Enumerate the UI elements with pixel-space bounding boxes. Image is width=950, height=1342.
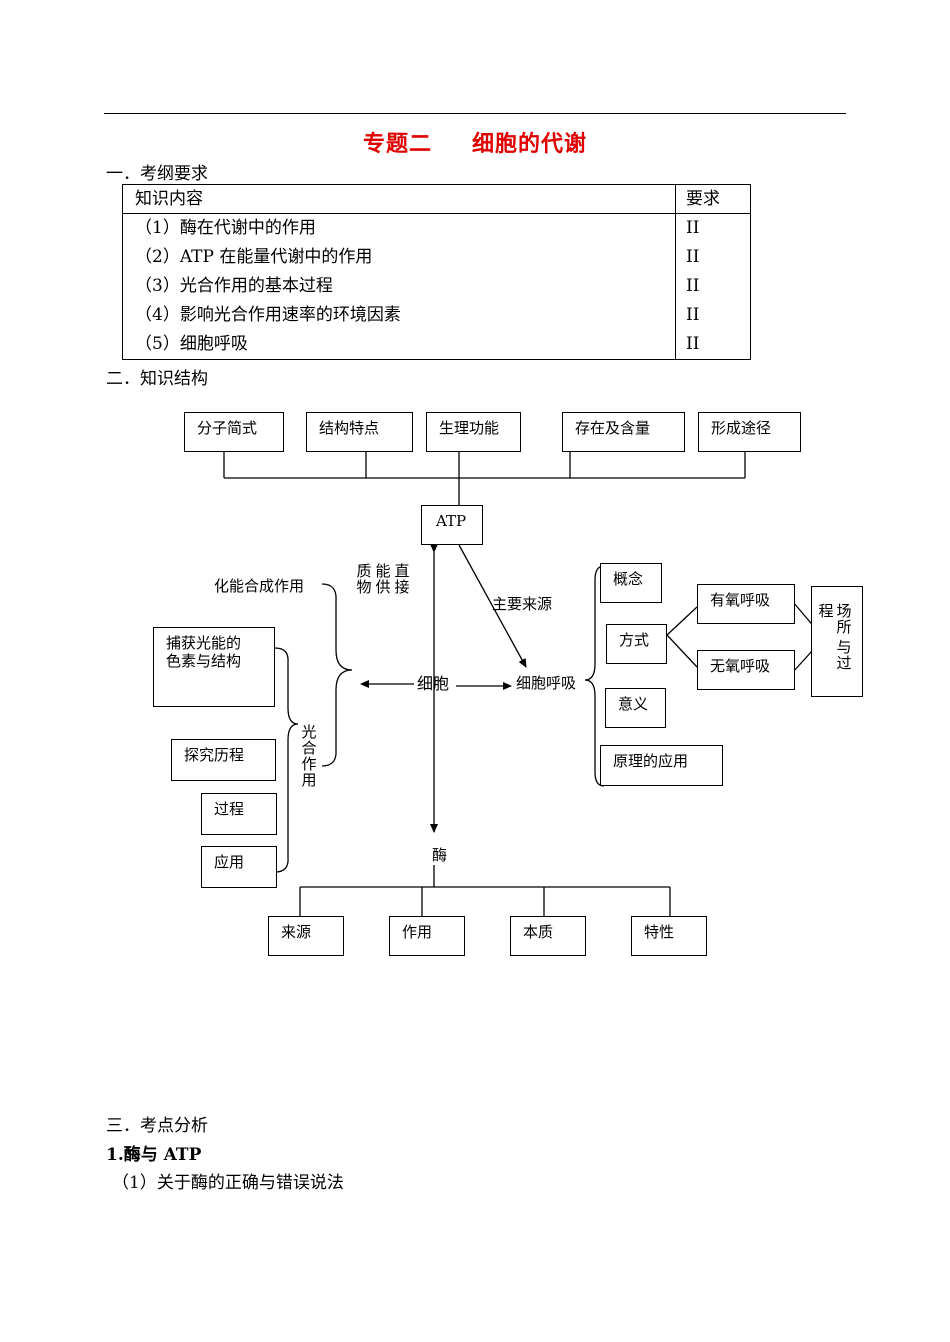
box-molecular-formula: 分子简式 — [184, 412, 284, 452]
box-resp-mode: 方式 — [606, 624, 667, 664]
box-structure-features: 结构特点 — [306, 412, 413, 452]
box-exploration-history: 探究历程 — [171, 739, 276, 781]
row-content: （1）酶在代谢中的作用 — [122, 213, 676, 243]
box-pigments-line2: 色素与结构 — [166, 652, 242, 670]
site-process-col3: 程 — [818, 602, 834, 620]
box-enzyme-nature: 本质 — [510, 916, 586, 956]
site-process-col1: 场所 — [836, 602, 852, 636]
section3-heading: 三．考点分析 — [106, 1116, 208, 1136]
row-level: II — [675, 330, 751, 360]
box-existence-content: 存在及含量 — [562, 412, 685, 452]
title-part1: 专题二 — [362, 132, 432, 157]
box-pigments-line1: 捕获光能的 — [166, 634, 242, 652]
table-row: （1）酶在代谢中的作用 II — [122, 213, 751, 243]
table-row: （3）光合作用的基本过程 II — [122, 272, 751, 301]
row-level: II — [675, 272, 751, 301]
box-enzyme-properties: 特性 — [631, 916, 707, 956]
header-level: 要求 — [675, 184, 751, 214]
header-content: 知识内容 — [122, 184, 676, 214]
topic1-heading: 1.酶与 ATP — [106, 1145, 202, 1165]
box-atp: ATP — [421, 505, 483, 545]
row-content: （4）影响光合作用速率的环境因素 — [122, 301, 676, 330]
table-row: （2）ATP 在能量代谢中的作用 II — [122, 243, 751, 272]
box-enzyme-source: 来源 — [268, 916, 344, 956]
top-rule — [104, 113, 846, 114]
row-content: （2）ATP 在能量代谢中的作用 — [122, 243, 676, 272]
site-process-col2: 与过 — [836, 638, 852, 672]
box-physiological-function: 生理功能 — [426, 412, 521, 452]
row-content: （3）光合作用的基本过程 — [122, 272, 676, 301]
box-formation-pathway: 形成途径 — [698, 412, 801, 452]
box-anaerobic: 无氧呼吸 — [697, 650, 795, 690]
row-level: II — [675, 243, 751, 272]
requirements-table: 知识内容 要求 （1）酶在代谢中的作用 II （2）ATP 在能量代谢中的作用 … — [122, 184, 751, 360]
box-site-process: 场所 与过 程 — [811, 586, 863, 697]
table-row: （5）细胞呼吸 II — [122, 330, 751, 360]
label-enzyme: 酶 — [432, 846, 448, 864]
box-resp-significance: 意义 — [605, 688, 666, 728]
box-resp-application: 原理的应用 — [600, 745, 723, 786]
label-chemosynthesis: 化能合成作用 — [214, 577, 305, 595]
box-photo-process: 过程 — [201, 793, 277, 835]
table-row: （4）影响光合作用速率的环境因素 II — [122, 301, 751, 330]
section2-heading: 二．知识结构 — [106, 369, 208, 389]
topic1-subheading: （1）关于酶的正确与错误说法 — [112, 1173, 344, 1193]
box-photo-application: 应用 — [201, 846, 277, 888]
label-main-source: 主要来源 — [492, 595, 553, 613]
box-pigments-structure: 捕获光能的 色素与结构 — [153, 627, 275, 707]
table-header-row: 知识内容 要求 — [122, 184, 751, 214]
page-title: 专题二 细胞的代谢 — [0, 126, 950, 158]
title-part2: 细胞的代谢 — [472, 132, 588, 157]
label-direct-energy-col2: 能供 — [375, 562, 391, 596]
label-cell: 细胞 — [417, 674, 450, 693]
label-cell-respiration: 细胞呼吸 — [516, 674, 577, 692]
row-level: II — [675, 213, 751, 243]
label-direct-energy-col3: 质物 — [356, 562, 372, 596]
section1-heading: 一．考纲要求 — [106, 164, 208, 184]
label-direct-energy-col1: 直接 — [394, 562, 410, 596]
row-content: （5）细胞呼吸 — [122, 330, 676, 360]
row-level: II — [675, 301, 751, 330]
label-photosynthesis: 光合作用 — [301, 723, 317, 789]
box-aerobic: 有氧呼吸 — [697, 584, 795, 624]
box-enzyme-function: 作用 — [389, 916, 465, 956]
box-resp-concept: 概念 — [600, 563, 662, 603]
